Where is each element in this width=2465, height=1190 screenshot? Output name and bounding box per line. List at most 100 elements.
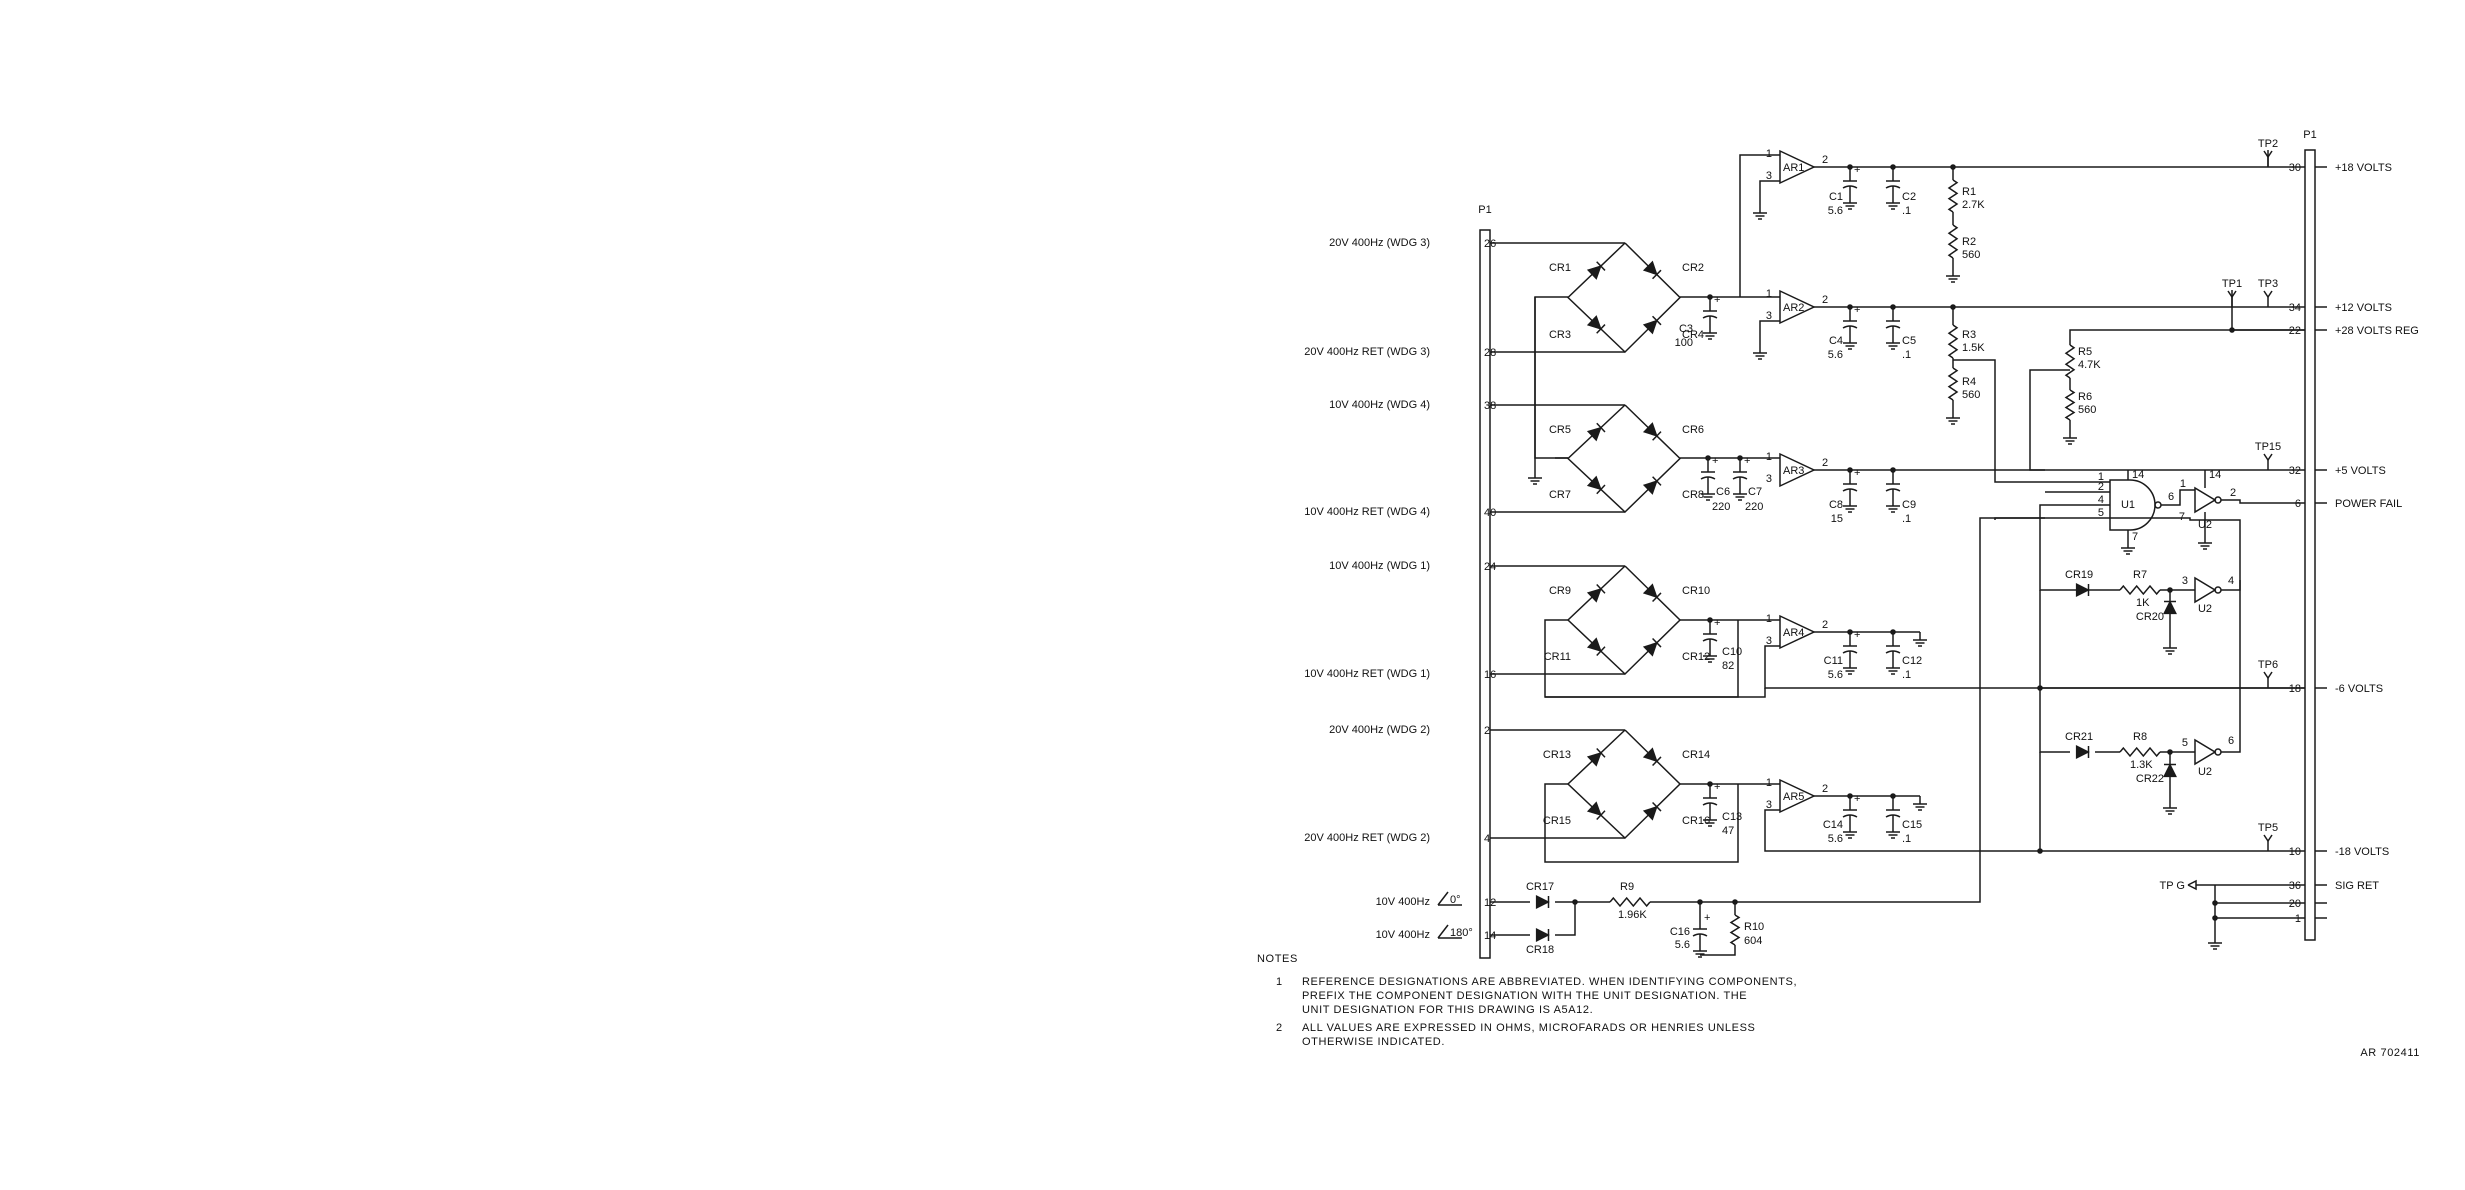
note-number-2: 2 — [1276, 1022, 1283, 1034]
u1-output-bubble — [2154, 501, 2162, 509]
wire — [2221, 580, 2241, 753]
right-pin-6: 6 — [2295, 498, 2301, 510]
right-pin-20: 20 — [2289, 898, 2301, 910]
C15-value: .1 — [1902, 833, 1911, 845]
AR4-pin1: 1 — [1766, 613, 1772, 625]
junction-dot — [1847, 467, 1853, 473]
right-pin-30: 30 — [2289, 162, 2301, 174]
R3-value: 1.5K — [1962, 342, 1985, 354]
C16-polarity: + — [1704, 912, 1710, 924]
C12-ref: C12 — [1902, 655, 1922, 667]
CR7-label: CR7 — [1549, 489, 1571, 501]
AR1-pin3: 3 — [1766, 170, 1772, 182]
CR14-label: CR14 — [1682, 749, 1710, 761]
wire — [1650, 517, 2045, 903]
wire — [2069, 329, 2305, 345]
u1-pin-5: 5 — [2098, 507, 2104, 519]
C3-polarity: + — [1714, 294, 1720, 306]
R6-ref: R6 — [2078, 391, 2092, 403]
TP2-testpoint-label: TP2 — [2258, 138, 2278, 150]
AR1-label: AR1 — [1783, 162, 1804, 174]
R10-ref: R10 — [1744, 921, 1764, 933]
CR22-label: CR22 — [2136, 773, 2164, 785]
C2-value: .1 — [1902, 205, 1911, 217]
CR9-diode-symbol — [1586, 587, 1602, 603]
note-1-line-3: UNIT DESIGNATION FOR THIS DRAWING IS A5A… — [1302, 1004, 1593, 1016]
CR11-diode-symbol — [1586, 637, 1602, 653]
CR5-label: CR5 — [1549, 424, 1571, 436]
CR2-label: CR2 — [1682, 262, 1704, 274]
left-pin-12: 12 — [1484, 897, 1496, 909]
R5-resistor-symbol — [2064, 344, 2076, 379]
left-pin-28: 28 — [1484, 347, 1496, 359]
junction-dot — [1890, 629, 1896, 635]
C6-ref: C6 — [1716, 486, 1730, 498]
C9-value: .1 — [1902, 513, 1911, 525]
TP6-testpoint-symbol — [2263, 671, 2273, 680]
wire — [2029, 369, 2070, 471]
AR5-pin2: 2 — [1822, 783, 1828, 795]
C13-value: 47 — [1722, 825, 1734, 837]
input-label-9: 10V 400Hz — [1376, 896, 1430, 908]
CR7-cathode-bar — [1596, 484, 1606, 495]
CR4-cathode-bar — [1652, 315, 1662, 326]
junction-dot — [2212, 900, 2218, 906]
CR21-label: CR21 — [2065, 731, 2093, 743]
CR10-cathode-bar — [1652, 592, 1662, 603]
TP3-testpoint-label: TP3 — [2258, 278, 2278, 290]
CR1-cathode-bar — [1596, 261, 1606, 271]
CR6-diode-symbol — [1642, 422, 1658, 437]
wire — [1759, 180, 1780, 205]
AR3-symbol — [1779, 452, 1816, 488]
CR15-cathode-bar — [1596, 810, 1606, 820]
TP15-testpoint-symbol — [2263, 453, 2273, 462]
note-2-line-2: OTHERWISE INDICATED. — [1302, 1036, 1445, 1048]
CR9-label: CR9 — [1549, 585, 1571, 597]
C1-polarity: + — [1854, 164, 1860, 176]
R3-resistor-symbol — [1947, 324, 1959, 359]
u1-label: U1 — [2121, 499, 2135, 511]
left-pin-2: 2 — [1484, 725, 1490, 737]
AR2-pin1: 1 — [1766, 288, 1772, 300]
tpg-label: TP G — [2160, 880, 2185, 892]
u1-pin-7: 7 — [2132, 531, 2138, 543]
C11-ref: C11 — [1824, 655, 1843, 667]
u2b-pin-3: 3 — [2182, 575, 2188, 587]
C10-polarity: + — [1714, 617, 1720, 629]
C14-value: 5.6 — [1828, 833, 1843, 845]
C4-value: 5.6 — [1828, 349, 1843, 361]
left-connector-label: P1 — [1478, 204, 1491, 216]
R9-ref: R9 — [1620, 881, 1634, 893]
R5-value: 4.7K — [2078, 359, 2101, 371]
wire — [1739, 154, 1780, 297]
left-pin-14: 14 — [1484, 930, 1496, 942]
junction-dot — [1890, 304, 1896, 310]
CR16-cathode-bar — [1652, 801, 1662, 812]
CR1-diode-symbol — [1586, 265, 1602, 280]
AR3-pin1: 1 — [1766, 451, 1772, 463]
wire — [1953, 359, 2045, 483]
TP15-testpoint-label: TP15 — [2255, 441, 2281, 453]
AR5-pin1: 1 — [1766, 777, 1772, 789]
note-number-1: 1 — [1276, 976, 1283, 988]
junction-dot — [1705, 455, 1711, 461]
wire — [1700, 945, 1736, 956]
angle-arm — [1437, 924, 1449, 939]
CR7-diode-symbol — [1586, 475, 1602, 491]
CR12-label: CR12 — [1682, 651, 1710, 663]
CR3-cathode-bar — [1596, 324, 1606, 334]
u2c-label: U2 — [2198, 766, 2212, 778]
R2-ref: R2 — [1962, 236, 1976, 248]
wire — [1759, 320, 1780, 345]
CR11-label: CR11 — [1544, 651, 1571, 663]
CR22-diode-symbol — [2163, 763, 2177, 778]
AR3-pin3: 3 — [1766, 473, 1772, 485]
R1-value: 2.7K — [1962, 199, 1985, 211]
CR3-diode-symbol — [1586, 315, 1602, 330]
junction-dot — [1847, 793, 1853, 799]
CR10-diode-symbol — [1642, 583, 1658, 599]
CR20-label: CR20 — [2136, 611, 2164, 623]
TP5-testpoint-label: TP5 — [2258, 822, 2278, 834]
angle-arm — [1437, 891, 1449, 906]
CR12-diode-symbol — [1642, 641, 1658, 657]
